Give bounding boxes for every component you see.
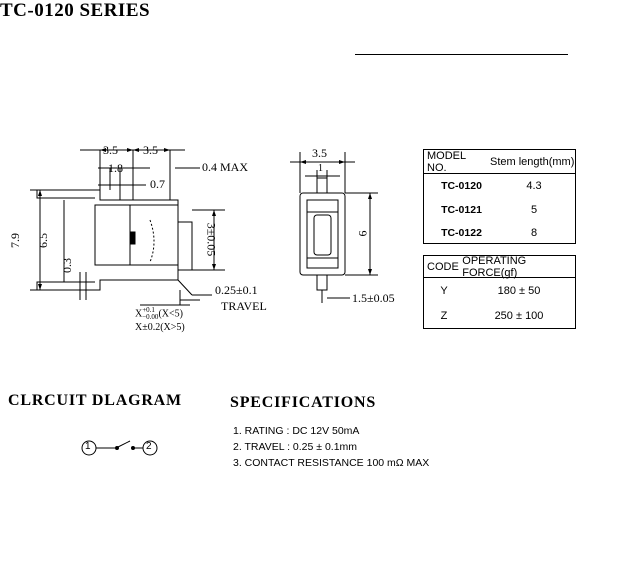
- tolerance-large: X±0.2(X>5): [135, 322, 185, 333]
- title-underline: [355, 54, 568, 55]
- front-view: [30, 149, 225, 306]
- force-table-header: CODE OPERATING FORCE(gf): [424, 254, 575, 279]
- side-dim-3-5: 3.5: [312, 146, 327, 160]
- dim-0-4-max: 0.4 MAX: [202, 160, 249, 174]
- dim-1-8: 1.8: [108, 161, 123, 175]
- dim-0-3: 0.3: [60, 258, 74, 273]
- dim-0-7: 0.7: [150, 177, 165, 191]
- model-table: MODEL NO. Stem length(mm) TC-0120 4.3 TC…: [423, 149, 576, 244]
- table-row: Y 180 ± 50: [440, 285, 541, 297]
- travel-label: TRAVEL: [221, 299, 267, 313]
- dim-3-0-05: 3±0.05: [204, 222, 219, 257]
- table-row: TC-0120 4.3: [441, 180, 542, 192]
- stem-header-cell: Stem length(mm): [490, 155, 575, 168]
- force-table: CODE OPERATING FORCE(gf) Y 180 ± 50 Z 25…: [423, 255, 576, 329]
- table-row: TC-0121 5: [441, 204, 538, 216]
- side-dim-6: 6: [355, 230, 370, 237]
- circuit-diagram-title: CLRCUIT DLAGRAM: [8, 392, 182, 409]
- table-row: TC-0122 8: [441, 227, 538, 239]
- terminal-1-label: 1: [85, 441, 91, 452]
- side-dim-1-5: 1.5±0.05: [352, 291, 395, 305]
- spec-item-contact-resistance: 3. CONTACT RESISTANCE 100 mΩ MAX: [233, 457, 430, 469]
- code-header-cell: CODE: [427, 260, 459, 273]
- force-header-cell: OPERATING FORCE(gf): [462, 254, 527, 279]
- specifications-title: SPECIFICATIONS: [230, 394, 377, 411]
- spec-item-rating: 1. RATING : DC 12V 50mA: [233, 425, 360, 437]
- terminal-2-label: 2: [146, 441, 152, 452]
- dimension-arrows: [38, 148, 372, 290]
- spec-item-travel: 2. TRAVEL : 0.25 ± 0.1mm: [233, 441, 358, 453]
- model-header-cell: MODEL NO.: [427, 149, 466, 174]
- model-table-header: MODEL NO. Stem length(mm): [424, 150, 575, 174]
- dim-3-5-left: 3.5: [103, 143, 118, 157]
- side-view: [290, 152, 378, 303]
- page-title: TC-0120 SERIES: [0, 0, 151, 21]
- dim-7-9: 7.9: [8, 233, 22, 248]
- table-row: Z 250 ± 100: [440, 310, 544, 322]
- circuit-symbol: [81, 440, 158, 456]
- dim-3-5-right: 3.5: [143, 143, 158, 157]
- side-dim-1: 1: [318, 163, 323, 174]
- dim-0-25-travel: 0.25±0.1: [215, 283, 258, 297]
- tolerance-small: X+0.1−0.00(X<5): [135, 306, 183, 321]
- dim-6-5: 6.5: [36, 233, 50, 248]
